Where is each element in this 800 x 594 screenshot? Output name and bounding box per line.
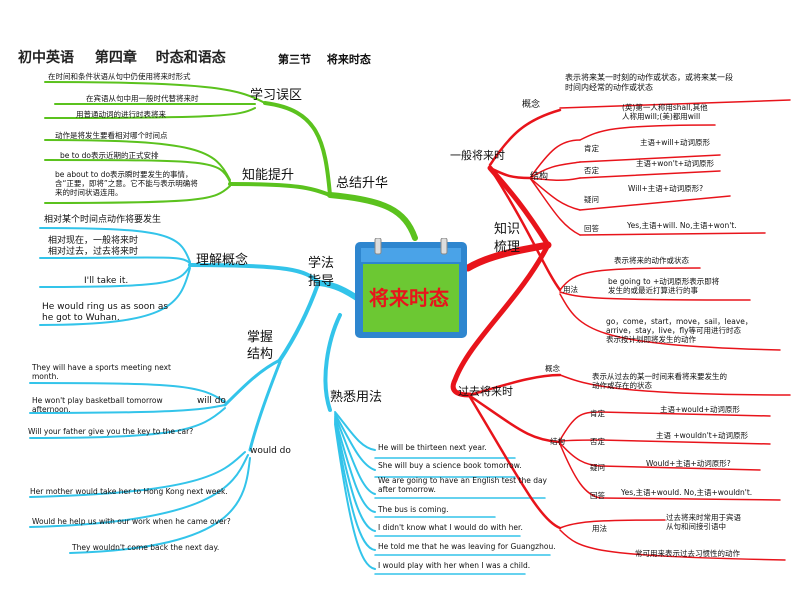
pf-negative-label: 否定	[590, 437, 605, 446]
understand-item: I'll take it.	[84, 276, 129, 286]
knowledge-label-1: 知识	[494, 222, 521, 237]
improve-label: 知能提升	[242, 168, 295, 183]
pf-usage-item: 常可用来表示过去习惯性的动作	[635, 549, 740, 558]
header-section-row: 第三节 将来时态	[278, 53, 371, 66]
pf-affirmative-label: 肯定	[590, 409, 605, 418]
method-label-2: 指导	[308, 274, 335, 289]
knowledge-label-2: 梳理	[494, 240, 521, 255]
past-future-label: 过去将来时	[458, 385, 513, 398]
understand-label: 理解概念	[196, 253, 249, 268]
header-section-title: 将来时态	[326, 53, 371, 66]
understand-item: 相对某个时间点动作将要发生	[44, 215, 162, 225]
mistake-item: 在宾语从句中用一般时代替将来时	[86, 94, 199, 103]
sf-concept-label: 概念	[522, 100, 541, 110]
header-topic: 时态和语态	[155, 50, 226, 66]
usage-item: I didn't know what I would do with her.	[378, 523, 523, 532]
sf-negative-label: 否定	[584, 166, 599, 175]
pf-concept-text: 表示从过去的某一时间来看将来要发生的 动作或存在的状态	[592, 372, 727, 390]
sf-answer-label: 回答	[584, 224, 599, 233]
usage-item: He will be thirteen next year.	[378, 443, 487, 452]
sf-question-label: 疑问	[584, 195, 599, 204]
usage-label: 熟悉用法	[330, 390, 383, 405]
center-node: 将来时态	[355, 237, 467, 338]
usage-item: He told me that he was leaving for Guang…	[378, 542, 556, 551]
header-grade: 初中英语	[18, 50, 74, 66]
will-do-label: will do	[197, 396, 226, 406]
pf-usage-item: 过去将来时常用于宾语 从句和间接引语中	[666, 513, 741, 531]
will-do-item: Will your father give you the key to the…	[28, 427, 194, 436]
pf-structure-label: 结构	[550, 437, 565, 446]
sf-usage-item: go，come，start，move，sail，leave， arrive，st…	[606, 317, 753, 344]
pf-usage-label: 用法	[592, 524, 607, 533]
header-title-row: 初中英语 第四章 时态和语态	[18, 50, 226, 67]
sf-usage-item: be going to +动词原形表示即将 发生的或最近打算进行的事	[608, 277, 720, 295]
usage-item: We are going to have an English test the…	[378, 476, 547, 494]
sf-structure-label: 结构	[530, 172, 549, 182]
center-title: 将来时态	[369, 286, 449, 310]
improve-item: be to do表示近期的正式安排	[60, 151, 159, 160]
pf-concept-label: 概念	[545, 364, 560, 373]
sf-affirmative-text: 主语+will+动词原形	[640, 138, 710, 147]
structure-label-1: 掌握	[247, 330, 274, 345]
pf-affirmative-text: 主语+would+动词原形	[660, 405, 740, 414]
improve-item: be about to do表示瞬时要发生的事情，含“正要，即将”之意。它不能与…	[55, 170, 198, 197]
will-do-item: They will have a sports meeting next mon…	[32, 363, 171, 381]
method-label-1: 学法	[308, 256, 335, 271]
mistake-item: 在时间和条件状语从句中仍使用将来时形式	[48, 72, 191, 81]
sf-structure-note: (英)第一人称用shall,其他 人称用will;(美)都用will	[622, 103, 708, 121]
would-do-item: Her mother would take her to Hong Kong n…	[30, 487, 228, 496]
sf-usage-item: 表示将来的动作或状态	[614, 256, 689, 265]
mistake-item: 用普通动词的进行时表将来	[76, 110, 166, 119]
sf-affirmative-label: 肯定	[584, 144, 599, 153]
usage-item: I would play with her when I was a child…	[378, 561, 531, 570]
sf-concept-text: 表示将来某一时刻的动作或状态，或将来某一段 时间内经常的动作或状态	[565, 73, 733, 92]
mistakes-label: 学习误区	[250, 88, 303, 103]
simple-future-label: 一般将来时	[450, 149, 505, 162]
pf-question-label: 疑问	[590, 463, 605, 472]
will-do-item: He won't play basketball tomorrow aftern…	[32, 396, 163, 414]
pf-question-text: Would+主语+动词原形?	[646, 459, 731, 468]
would-do-item: They wouldn't come back the next day.	[72, 543, 220, 552]
would-do-item: Would he help us with our work when he c…	[32, 517, 231, 526]
sf-answer-text: Yes,主语+will. No,主语+won't.	[627, 221, 737, 230]
pf-negative-text: 主语 +wouldn't+动词原形	[656, 431, 749, 440]
pf-answer-label: 回答	[590, 491, 605, 500]
would-do-label: would do	[250, 446, 291, 456]
usage-item: She will buy a science book tomorrow.	[378, 461, 522, 470]
structure-label-2: 结构	[247, 347, 274, 362]
usage-item: The bus is coming.	[378, 505, 449, 514]
understand-item: 相对现在，一般将来时 相对过去，过去将来时	[48, 236, 139, 257]
header-chapter: 第四章	[94, 50, 137, 66]
understand-item: He would ring us as soon as he got to Wu…	[42, 302, 169, 323]
sf-usage-label: 用法	[563, 285, 578, 294]
calendar-icon	[355, 237, 467, 338]
sf-question-text: Will+主语+动词原形?	[628, 184, 704, 193]
pf-answer-text: Yes,主语+would. No,主语+wouldn't.	[621, 488, 753, 497]
sf-negative-text: 主语+won't+动词原形	[636, 159, 715, 168]
header-section: 第三节	[278, 53, 311, 66]
summary-label: 总结升华	[336, 176, 389, 191]
improve-item: 动作是将发生要看相对哪个时间点	[55, 131, 168, 140]
